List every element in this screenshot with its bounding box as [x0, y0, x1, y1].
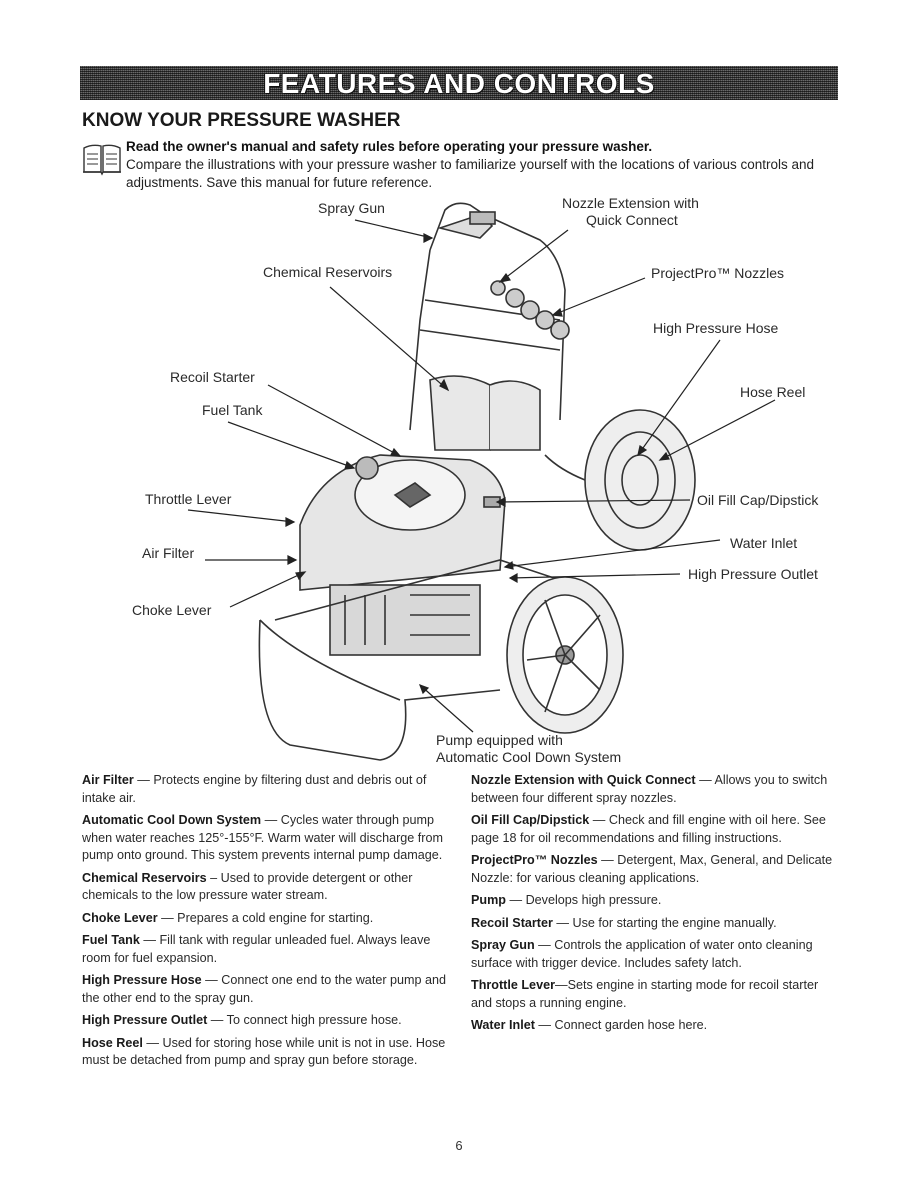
- definitions-left-column: Air Filter — Protects engine by filterin…: [82, 772, 452, 1075]
- label-throttle-lever: Throttle Lever: [145, 491, 232, 507]
- definition-item: Pump — Develops high pressure.: [471, 893, 662, 907]
- label-hose-reel: Hose Reel: [740, 384, 806, 400]
- label-recoil-starter: Recoil Starter: [170, 369, 255, 385]
- label-chemical-reservoirs: Chemical Reservoirs: [263, 264, 393, 280]
- intro-body: Compare the illustrations with your pres…: [126, 157, 815, 190]
- label-high-pressure-outlet: High Pressure Outlet: [688, 566, 818, 582]
- definition-item: Chemical Reservoirs – Used to provide de…: [82, 870, 413, 903]
- label-water-inlet: Water Inlet: [730, 535, 798, 551]
- definition-item: Water Inlet — Connect garden hose here.: [471, 1018, 708, 1032]
- definition-item: Oil Fill Cap/Dipstick — Check and fill e…: [471, 813, 826, 845]
- definition-item: High Pressure Hose — Connect one end to …: [82, 973, 447, 1005]
- intro-warning: Read the owner's manual and safety rules…: [126, 139, 653, 154]
- definition-item: High Pressure Outlet — To connect high p…: [82, 1013, 402, 1027]
- label-oil-fill: Oil Fill Cap/Dipstick: [697, 492, 819, 508]
- label-high-pressure-hose: High Pressure Hose: [653, 320, 779, 336]
- label-nozzle-extension-2: Quick Connect: [586, 212, 678, 228]
- definition-item: Automatic Cool Down System — Cycles wate…: [82, 813, 443, 862]
- banner-title: FEATURES AND CONTROLS: [263, 68, 655, 99]
- definition-item: Choke Lever — Prepares a cold engine for…: [82, 910, 374, 925]
- pressure-washer-illustration: [187, 202, 776, 761]
- definition-item: Throttle Lever—Sets engine in starting m…: [471, 978, 819, 1010]
- label-projectpro-nozzles: ProjectPro™ Nozzles: [651, 265, 785, 281]
- label-air-filter: Air Filter: [142, 545, 195, 561]
- label-pump-1: Pump equipped with: [436, 732, 563, 748]
- definition-item: Fuel Tank — Fill tank with regular unlea…: [82, 933, 431, 965]
- definition-item: Recoil Starter — Use for starting the en…: [471, 915, 777, 930]
- label-choke-lever: Choke Lever: [132, 602, 212, 618]
- definition-item: Spray Gun — Controls the application of …: [471, 938, 813, 970]
- label-pump-2: Automatic Cool Down System: [436, 749, 622, 765]
- definition-item: Nozzle Extension with Quick Connect — Al…: [471, 773, 828, 805]
- definition-item: Hose Reel — Used for storing hose while …: [82, 1035, 446, 1068]
- definition-item: Air Filter — Protects engine by filterin…: [82, 773, 427, 805]
- definitions-right-column: Nozzle Extension with Quick Connect — Al…: [471, 772, 841, 1040]
- definition-item: ProjectPro™ Nozzles — Detergent, Max, Ge…: [471, 853, 833, 885]
- section-banner: FEATURES AND CONTROLS: [80, 66, 838, 100]
- label-spray-gun: Spray Gun: [318, 200, 385, 216]
- label-nozzle-extension-1: Nozzle Extension with: [562, 195, 699, 211]
- page-number: 6: [455, 1138, 463, 1153]
- intro-text: Read the owner's manual and safety rules…: [126, 138, 826, 192]
- section-title: KNOW YOUR PRESSURE WASHER: [82, 110, 401, 131]
- book-icon: [83, 144, 121, 176]
- label-fuel-tank: Fuel Tank: [202, 402, 263, 418]
